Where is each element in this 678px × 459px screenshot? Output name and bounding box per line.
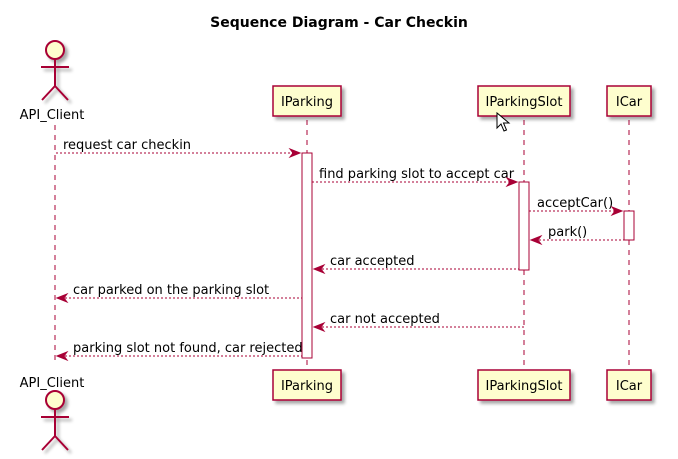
- arrowhead-3: [610, 205, 624, 217]
- participant-iparkingslot-bottom: [477, 369, 571, 401]
- actor-label-top: API_Client: [20, 108, 85, 123]
- arrowhead-7: [312, 321, 326, 333]
- message-label-6: car parked on the parking slot: [73, 283, 269, 298]
- message-label-1: request car checkin: [63, 138, 191, 153]
- arrowhead-6: [55, 292, 69, 304]
- participant-icar-top-label: ICar: [616, 95, 643, 110]
- message-label-3: acceptCar(): [537, 196, 613, 211]
- activation-iparkingslot: [518, 181, 530, 271]
- diagram-title: Sequence Diagram - Car Checkin: [210, 15, 468, 31]
- arrowhead-1: [288, 147, 302, 159]
- mouse-cursor-icon: [496, 111, 511, 132]
- participant-iparking-bottom-label: IParking: [281, 379, 333, 394]
- message-label-8: parking slot not found, car rejected: [73, 341, 303, 356]
- participant-icar-top: [606, 85, 652, 117]
- participant-iparkingslot-top: [477, 85, 571, 117]
- message-label-7: car not accepted: [330, 312, 440, 327]
- actor-api-client-top: [41, 40, 69, 101]
- participant-iparking-top: [272, 85, 342, 117]
- actor-api-client-bottom: [41, 390, 69, 451]
- arrowhead-4: [529, 234, 543, 246]
- participant-icar-bottom-label: ICar: [616, 379, 643, 394]
- arrowhead-2: [505, 176, 519, 188]
- participant-icar-bottom: [606, 369, 652, 401]
- participant-iparkingslot-bottom-label: IParkingSlot: [486, 379, 563, 394]
- activation-icar: [623, 210, 635, 241]
- activation-iparking: [301, 152, 313, 359]
- actor-label-bottom: API_Client: [20, 376, 85, 391]
- participant-iparking-top-label: IParking: [281, 95, 333, 110]
- message-label-5: car accepted: [330, 254, 414, 269]
- participant-iparkingslot-top-label: IParkingSlot: [486, 95, 563, 110]
- participant-iparking-bottom: [272, 369, 342, 401]
- arrowhead-8: [55, 350, 69, 362]
- arrowhead-5: [312, 263, 326, 275]
- message-label-2: find parking slot to accept car: [319, 167, 515, 182]
- message-label-4: park(): [548, 225, 587, 240]
